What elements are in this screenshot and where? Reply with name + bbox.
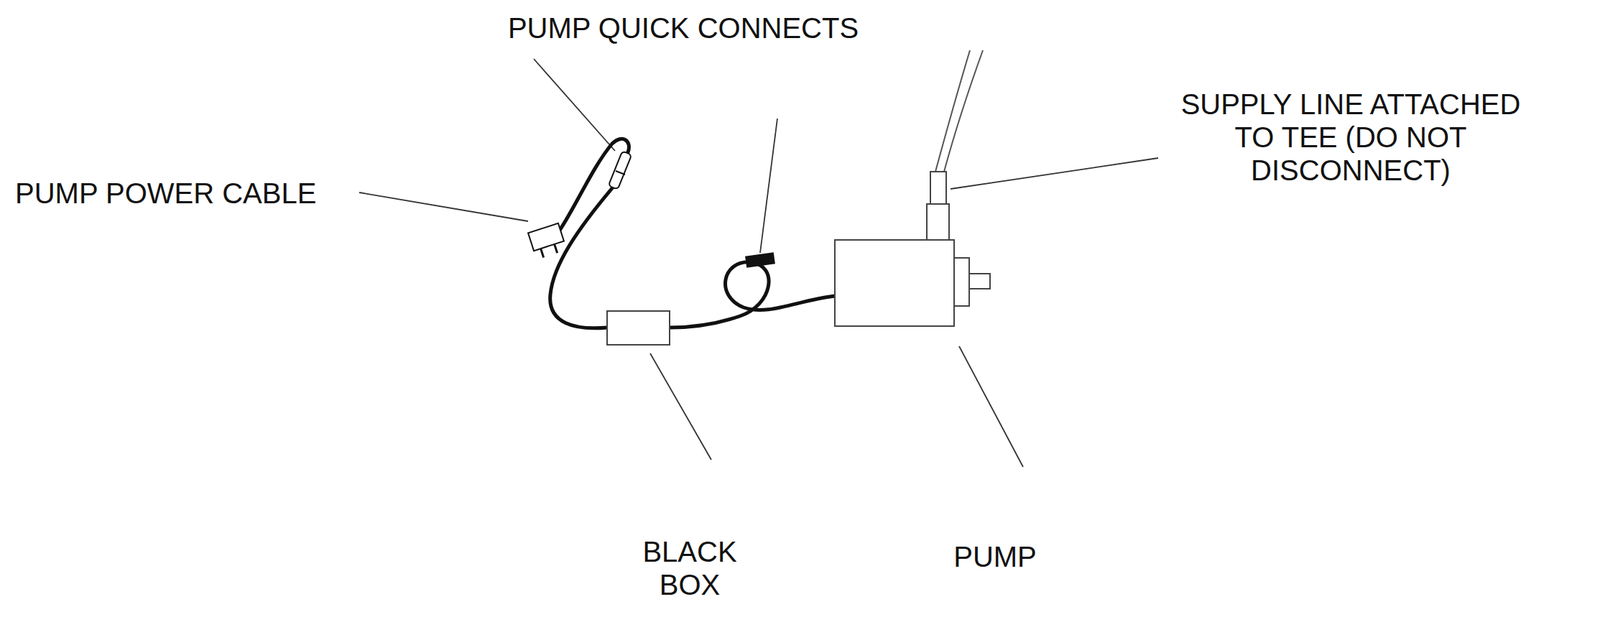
leader-line: [533, 58, 615, 151]
plug-prong: [540, 248, 544, 258]
black-box-shape: [607, 311, 670, 345]
pump-shaft: [969, 273, 991, 289]
pump-housing: [834, 239, 955, 327]
tee-fitting: [930, 171, 947, 205]
leader-line: [950, 158, 1159, 189]
ferrite-choke: [745, 252, 776, 268]
tube-line: [935, 50, 970, 172]
leader-line: [959, 346, 1024, 467]
plug-prong: [554, 244, 558, 253]
power-plug: [528, 223, 567, 261]
cable-wire: [550, 188, 613, 329]
pump-end-cap: [954, 257, 970, 307]
pump-outlet: [926, 204, 950, 240]
leader-line: [760, 118, 778, 253]
callout-label: BLACK BOX: [632, 535, 748, 602]
leader-lines: [359, 58, 1159, 467]
callout-label: SUPPLY LINE ATTACHED TO TEE (DO NOT DISC…: [1169, 87, 1533, 187]
supply-tube: [935, 50, 983, 172]
leader-line: [359, 192, 529, 222]
pump-body: [834, 171, 991, 327]
quick-connect-joint: [615, 170, 626, 175]
callout-label: PUMP QUICK CONNECTS: [460, 11, 906, 45]
leader-line: [650, 353, 712, 460]
callout-label: PUMP POWER CABLE: [15, 176, 353, 210]
quick-connect: [608, 150, 632, 189]
tube-line: [944, 50, 983, 172]
callout-label: PUMP: [923, 540, 1067, 574]
cable-wire: [669, 262, 835, 328]
plug-body: [528, 223, 564, 251]
pump-cable: [550, 138, 835, 328]
